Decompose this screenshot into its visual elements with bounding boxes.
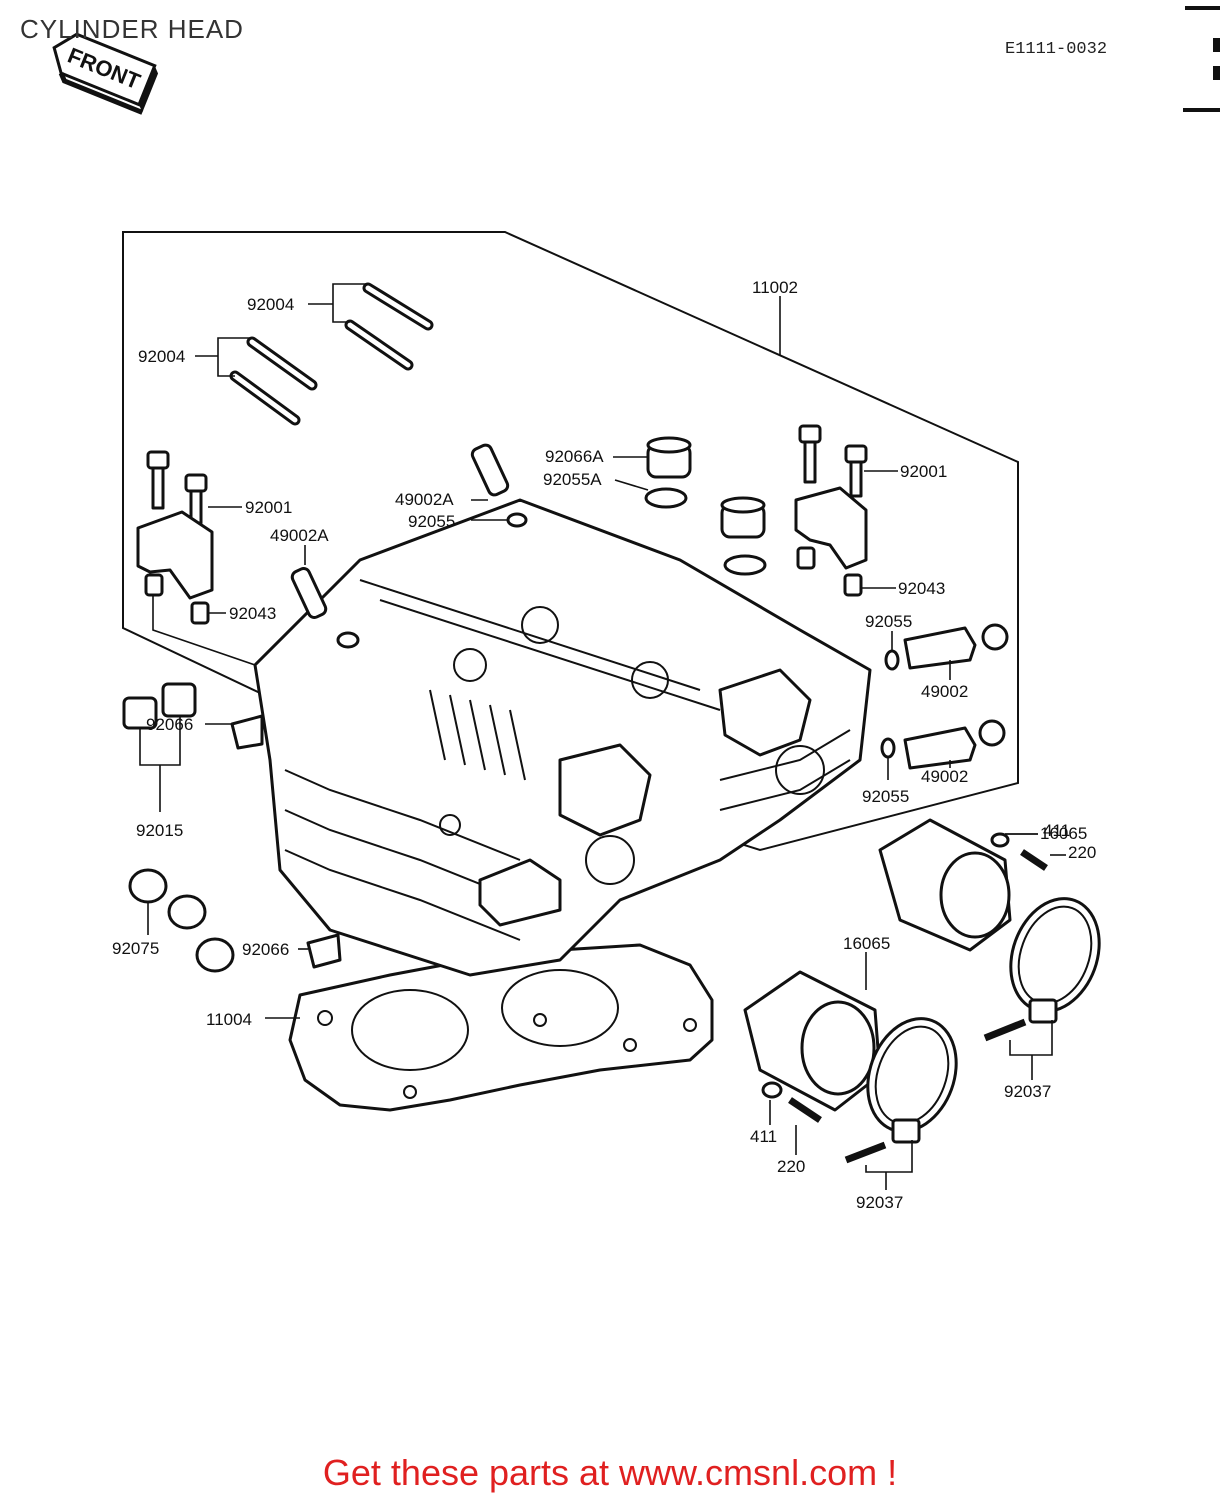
label-16065-lower: 16065: [843, 934, 890, 953]
label-92055-right-lower: 92055: [862, 787, 909, 806]
fittings-49002: [880, 623, 1009, 770]
fittings-49002A: [290, 443, 528, 649]
label-411-upper: 411: [1043, 821, 1070, 840]
label-92055-right-upper: 92055: [865, 612, 912, 631]
label-92037-lower: 92037: [856, 1193, 903, 1212]
carburetor-holders: [743, 818, 1012, 1112]
right-cam-holder: [794, 424, 868, 597]
label-92055A: 92055A: [543, 470, 602, 489]
label-92043-right: 92043: [898, 579, 945, 598]
label-16065-upper: 16065: [1040, 824, 1087, 843]
label-49002A-left: 49002A: [270, 526, 329, 545]
label-92037-right: 92037: [1004, 1082, 1051, 1101]
label-11004: 11004: [206, 1010, 252, 1029]
label-92055-upper: 92055: [408, 512, 455, 531]
left-cam-holder: [136, 450, 214, 625]
label-11002: 11002: [752, 278, 798, 297]
diagram-code: E1111-0032: [1005, 40, 1108, 59]
label-49002-lower: 49002: [921, 767, 968, 786]
front-arrow-icon: FRONT: [52, 32, 159, 115]
hose-clamps: [844, 897, 1101, 1164]
rubber-caps: [644, 436, 767, 576]
label-92066-upper: 92066: [146, 715, 193, 734]
leader-lines: [139, 283, 1066, 1190]
label-49002A-upper: 49002A: [395, 490, 454, 509]
label-92001-right: 92001: [900, 462, 947, 481]
head-studs: [229, 282, 434, 426]
label-220-lower: 220: [777, 1157, 805, 1176]
footer-promo-link[interactable]: Get these parts at www.cmsnl.com !: [322, 1452, 898, 1493]
part-number-labels: 11002 92004 92004 92001 92001 49002A 490…: [112, 278, 1096, 1212]
label-92015: 92015: [136, 821, 183, 840]
cylinder-head: [253, 498, 872, 977]
label-92066A: 92066A: [545, 447, 604, 466]
label-92004-lower: 92004: [138, 347, 185, 366]
label-92001-left: 92001: [245, 498, 292, 517]
label-92043-left: 92043: [229, 604, 276, 623]
label-220-upper: 220: [1068, 843, 1096, 862]
page-edge-marks: [1183, 6, 1220, 112]
label-49002-upper: 49002: [921, 682, 968, 701]
page-title: CYLINDER HEAD: [20, 14, 244, 44]
label-92004-upper: 92004: [247, 295, 294, 314]
label-92066-lower: 92066: [242, 940, 289, 959]
label-411-lower: 411: [750, 1127, 777, 1146]
assembly-boundary: [122, 231, 1019, 852]
washers-and-screws: [761, 832, 1048, 1123]
caps-and-plugs: [122, 682, 342, 973]
label-92075: 92075: [112, 939, 159, 958]
